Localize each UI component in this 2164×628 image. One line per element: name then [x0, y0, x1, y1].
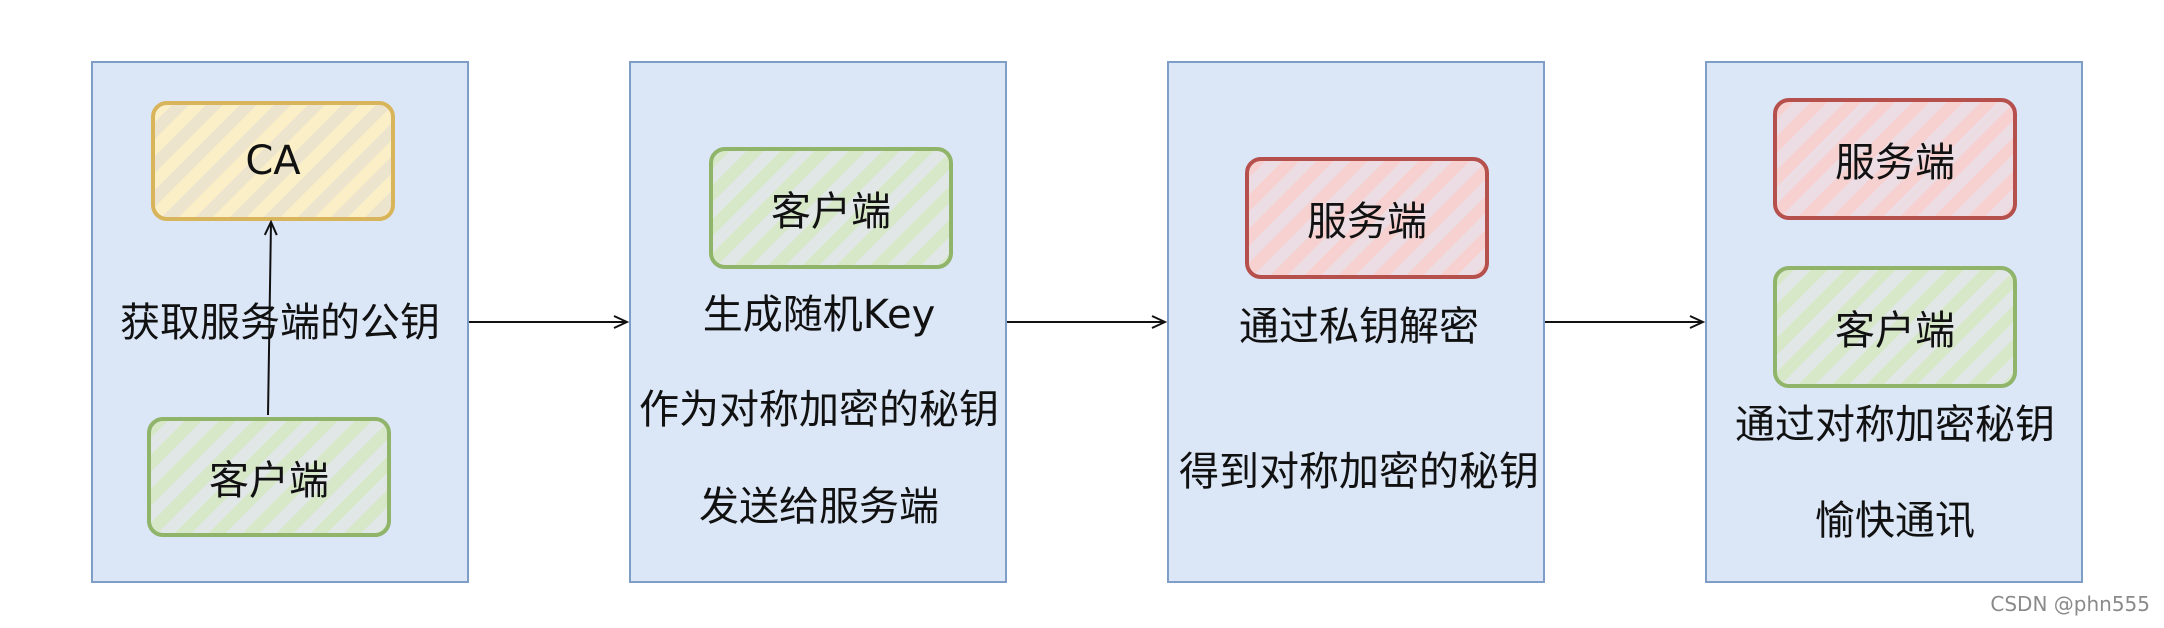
client-to-ca-arrow	[268, 222, 271, 416]
step-4-line-1: 通过对称加密秘钥	[1735, 402, 2055, 448]
step-4-panel: 服务端 客户端	[1705, 61, 2083, 583]
ca-node: CA	[151, 101, 395, 221]
step-4-server-node: 服务端	[1773, 98, 2017, 220]
step-1-text: 获取服务端的公钥	[120, 300, 440, 346]
step-3-line-2: 得到对称加密的秘钥	[1179, 449, 1539, 495]
step-2-client-node: 客户端	[709, 147, 953, 269]
ca-node-label: CA	[245, 138, 301, 184]
step-3-line-1: 通过私钥解密	[1239, 304, 1479, 350]
step-2-line-3: 发送给服务端	[699, 484, 939, 530]
step-4-line-2: 愉快通讯	[1815, 498, 1975, 544]
step-2-client-label: 客户端	[771, 189, 891, 235]
step-3-server-node: 服务端	[1245, 157, 1489, 279]
step-2-line-2: 作为对称加密的秘钥	[639, 387, 999, 433]
step-2-panel: 客户端	[629, 61, 1007, 583]
step-4-client-label: 客户端	[1835, 308, 1955, 354]
csdn-watermark: CSDN @phn555	[1990, 592, 2150, 616]
step-1-panel: CA 客户端	[91, 61, 469, 583]
step-1-client-label: 客户端	[209, 458, 329, 504]
step-2-line-1: 生成随机Key	[702, 292, 936, 338]
step-1-client-node: 客户端	[147, 417, 391, 537]
step-3-panel: 服务端	[1167, 61, 1545, 583]
step-3-server-label: 服务端	[1307, 199, 1427, 245]
step-4-server-label: 服务端	[1835, 140, 1955, 186]
step-4-client-node: 客户端	[1773, 266, 2017, 388]
